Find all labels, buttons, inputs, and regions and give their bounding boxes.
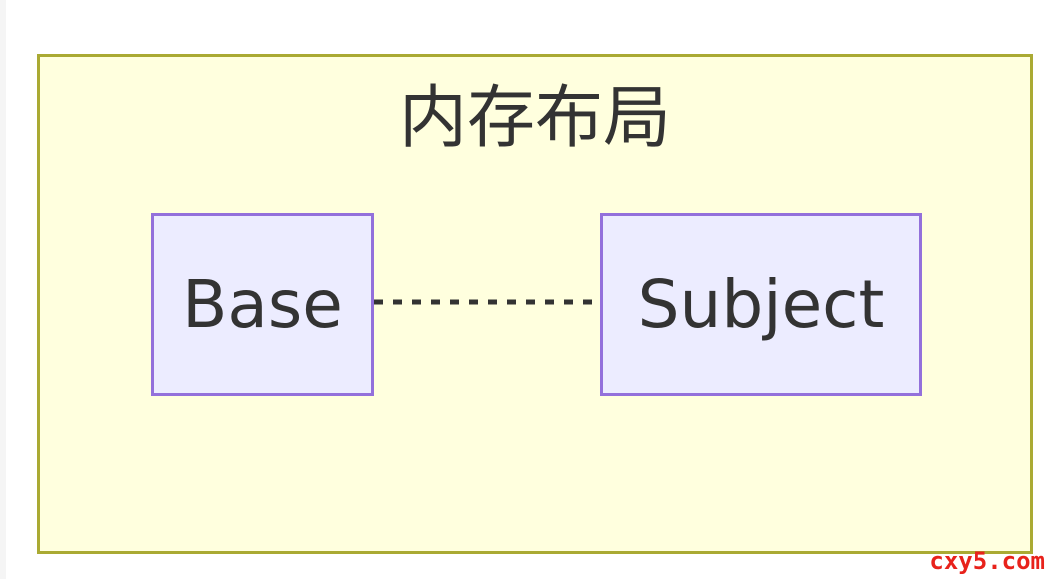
watermark-logo: cxy5.com: [929, 547, 1045, 575]
subgraph-title: 内存布局: [398, 79, 671, 158]
node-subject-label: Subject: [637, 266, 885, 343]
page-edge-strip: [0, 0, 6, 579]
edge-base-subject: [374, 299, 600, 305]
node-subject[interactable]: Subject: [600, 213, 922, 396]
node-base-label: Base: [182, 266, 343, 343]
node-base[interactable]: Base: [151, 213, 374, 396]
